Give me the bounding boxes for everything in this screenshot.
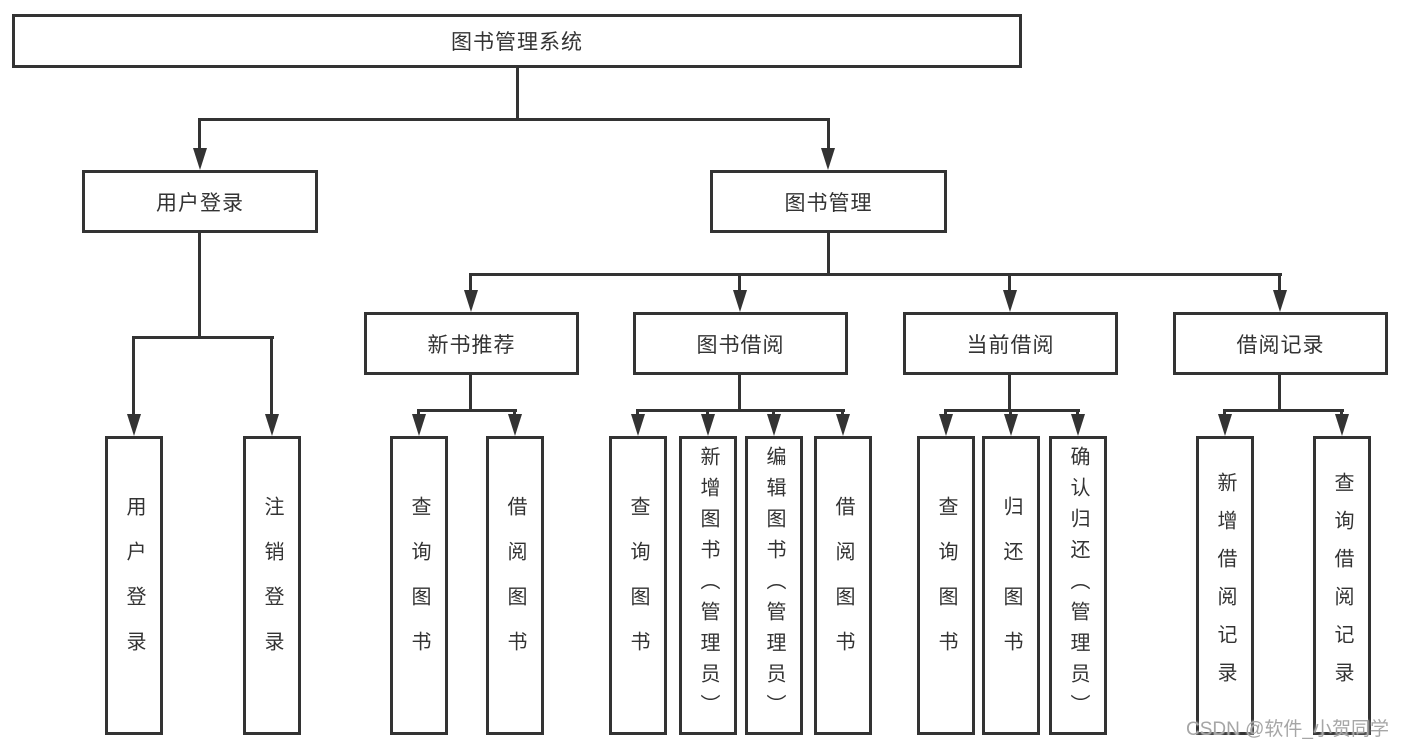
connector-vline: [706, 409, 709, 417]
node-confirm-return-admin: 确认归还（管理员）: [1049, 436, 1107, 735]
node-new-book-recommend: 新书推荐: [364, 312, 579, 375]
connector-vline: [1008, 375, 1011, 409]
connector-hline: [944, 409, 1080, 412]
connector-vline: [1223, 409, 1226, 417]
arrowhead-down: [464, 290, 478, 312]
connector-vline: [513, 409, 516, 417]
arrowhead-down: [265, 414, 279, 436]
node-user-login: 用户登录: [82, 170, 318, 233]
arrowhead-down: [1071, 414, 1085, 436]
connector-vline: [636, 409, 639, 417]
arrowhead-down: [767, 414, 781, 436]
connector-vline: [132, 336, 135, 416]
node-logout: 注销登录: [243, 436, 301, 735]
node-add-books-admin: 新增图书（管理员）: [679, 436, 737, 735]
connector-vline: [944, 409, 947, 417]
connector-hline: [132, 336, 274, 339]
node-query-books-borrowing: 查询图书: [609, 436, 667, 735]
node-query-books-current: 查询图书: [917, 436, 975, 735]
csdn-watermark: CSDN @软件_小贺同学: [1186, 719, 1389, 740]
node-borrow-books-recommend: 借阅图书: [486, 436, 544, 735]
connector-vline: [827, 118, 830, 152]
node-query-books-recommend: 查询图书: [390, 436, 448, 735]
connector-hline: [1223, 409, 1344, 412]
node-edit-books-admin: 编辑图书（管理员）: [745, 436, 803, 735]
node-book-borrowing: 图书借阅: [633, 312, 848, 375]
arrowhead-down: [939, 414, 953, 436]
node-book-management: 图书管理: [710, 170, 947, 233]
arrowhead-down: [631, 414, 645, 436]
node-query-borrow-record: 查询借阅记录: [1313, 436, 1371, 735]
node-borrowing-records: 借阅记录: [1173, 312, 1388, 375]
arrowhead-down: [733, 290, 747, 312]
arrowhead-down: [1004, 414, 1018, 436]
connector-vline: [1008, 273, 1011, 293]
node-return-books: 归还图书: [982, 436, 1040, 735]
connector-vline: [1076, 409, 1079, 417]
arrowhead-down: [508, 414, 522, 436]
node-borrow-books-borrowing: 借阅图书: [814, 436, 872, 735]
node-add-borrow-record: 新增借阅记录: [1196, 436, 1254, 735]
connector-vline: [738, 375, 741, 409]
connector-vline: [1278, 375, 1281, 409]
connector-vline: [198, 118, 201, 152]
connector-vline: [469, 273, 472, 293]
connector-vline: [1340, 409, 1343, 417]
arrowhead-down: [1218, 414, 1232, 436]
connector-vline: [841, 409, 844, 417]
connector-vline: [469, 375, 472, 409]
connector-vline: [1009, 409, 1012, 417]
connector-vline: [198, 233, 201, 336]
connector-hline: [417, 409, 517, 412]
arrowhead-down: [127, 414, 141, 436]
arrowhead-down: [701, 414, 715, 436]
node-current-borrowing: 当前借阅: [903, 312, 1118, 375]
node-user-login-leaf: 用户登录: [105, 436, 163, 735]
connector-vline: [772, 409, 775, 417]
connector-hline: [469, 273, 1282, 276]
connector-vline: [417, 409, 420, 417]
arrowhead-down: [1003, 290, 1017, 312]
connector-vline: [1278, 273, 1281, 293]
arrowhead-down: [836, 414, 850, 436]
connector-hline: [198, 118, 830, 121]
connector-hline: [636, 409, 845, 412]
arrowhead-down: [1335, 414, 1349, 436]
connector-vline: [516, 68, 519, 118]
node-library-system-root: 图书管理系统: [12, 14, 1022, 68]
connector-vline: [827, 233, 830, 273]
arrowhead-down: [193, 148, 207, 170]
connector-vline: [270, 336, 273, 416]
arrowhead-down: [821, 148, 835, 170]
connector-vline: [738, 273, 741, 293]
arrowhead-down: [412, 414, 426, 436]
arrowhead-down: [1273, 290, 1287, 312]
